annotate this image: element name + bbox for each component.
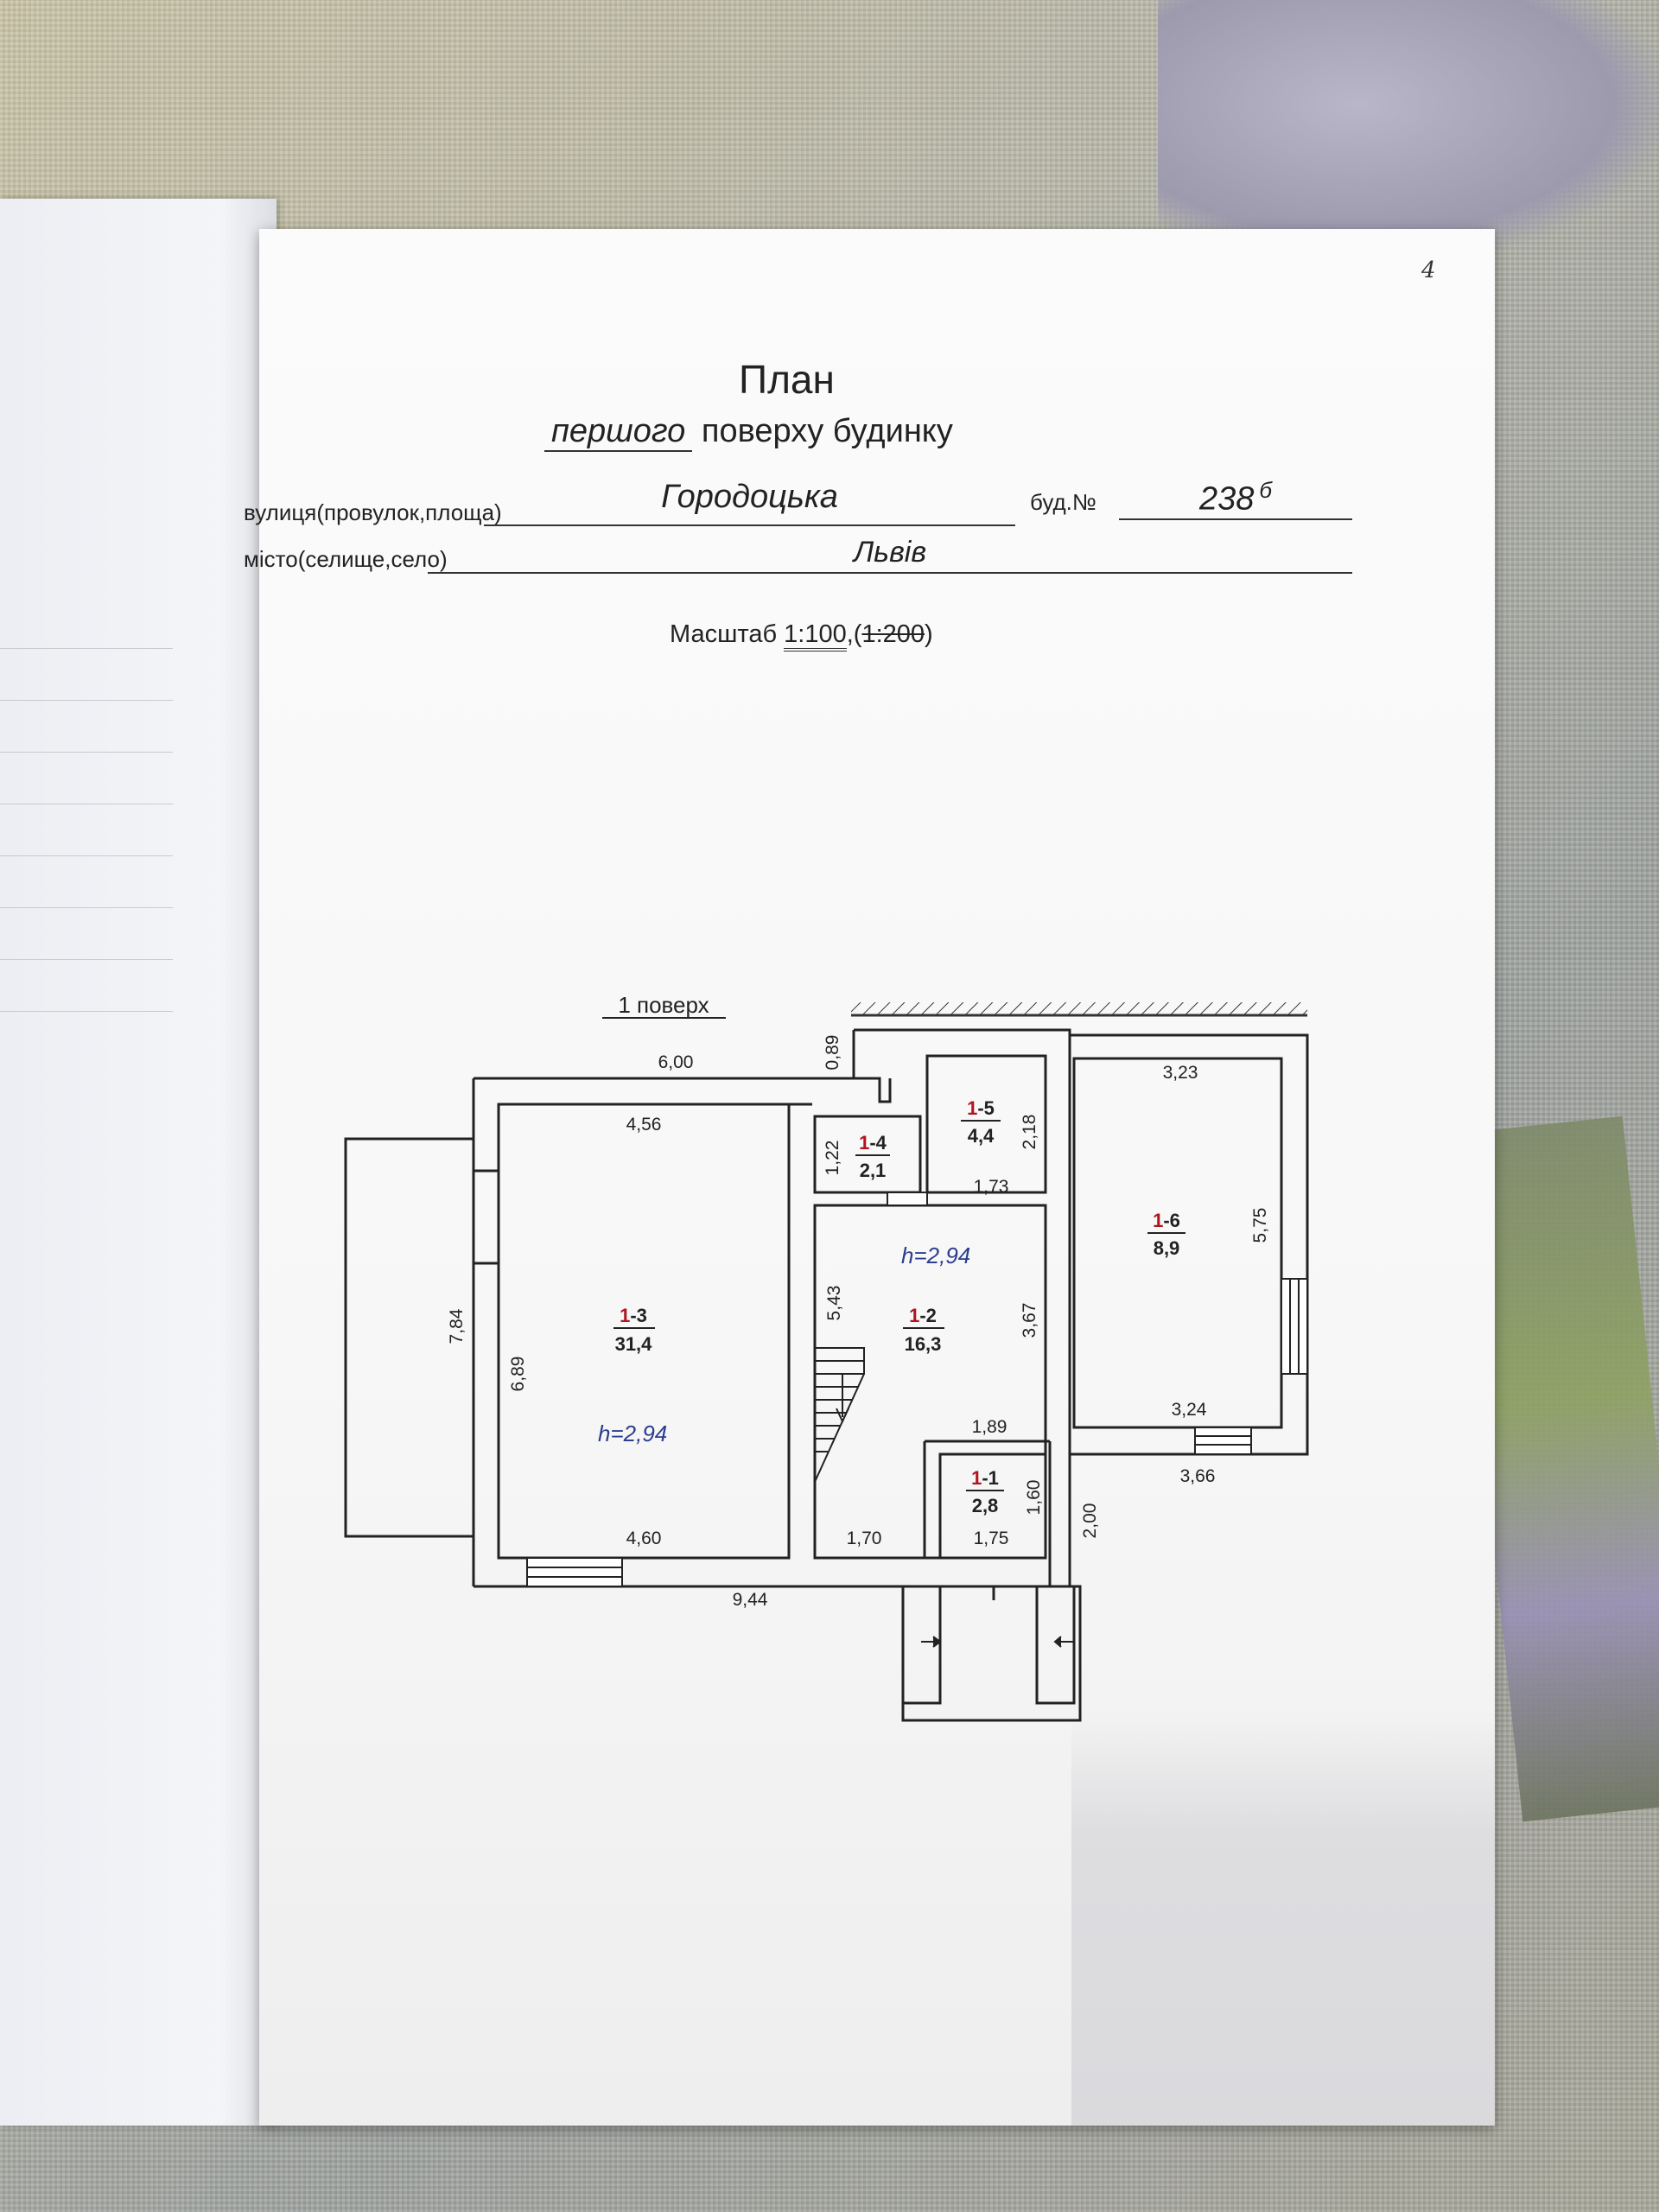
lavender-cushion bbox=[1158, 0, 1659, 259]
dim-r4-side: 1,22 bbox=[823, 1141, 842, 1176]
dim-r6-bottom: 3,24 bbox=[1172, 1400, 1207, 1420]
floor-label: 1 поверх bbox=[618, 992, 709, 1018]
room-1-6-outline bbox=[1072, 1057, 1283, 1429]
room-labels: 1-3 31,4 1-2 16,3 1-4 2,1 1-5 4,4 1-6 8,… bbox=[613, 1097, 1185, 1516]
dim-bottom-total: 9,44 bbox=[733, 1590, 768, 1610]
room-id-1-2: 1-2 bbox=[909, 1305, 937, 1326]
room-1-5-outline bbox=[925, 1054, 1047, 1194]
shadow-overlay bbox=[1071, 1711, 1495, 2126]
page-subtitle: першого поверху будинку bbox=[544, 413, 953, 452]
scale-label: Масштаб bbox=[670, 620, 778, 648]
dim-r6-top: 3,23 bbox=[1163, 1063, 1198, 1083]
height-room-1-2: h=2,94 bbox=[901, 1243, 970, 1268]
porch-step-left bbox=[901, 1585, 942, 1705]
room-id-1-6: 1-6 bbox=[1153, 1210, 1180, 1231]
dim-r3-top: 4,56 bbox=[626, 1115, 662, 1135]
room-id-1-3: 1-3 bbox=[620, 1305, 647, 1326]
porch-step-right bbox=[1035, 1585, 1076, 1705]
city-label: місто(селище,село) bbox=[244, 546, 448, 572]
underlying-page bbox=[0, 199, 276, 2126]
scale-struck: 1:200 bbox=[861, 620, 925, 648]
dim-r2-left: 5,43 bbox=[824, 1286, 844, 1321]
dim-r1-bottom: 1,75 bbox=[974, 1529, 1009, 1548]
dim-r5-bottom: 1,73 bbox=[974, 1177, 1009, 1197]
room-area-1-5: 4,4 bbox=[968, 1125, 995, 1147]
outer-top-wall bbox=[474, 1077, 892, 1103]
dim-r3-bottom: 4,60 bbox=[626, 1529, 662, 1548]
ground-hatch bbox=[851, 1002, 1307, 1014]
dim-outer-top: 6,00 bbox=[658, 1052, 694, 1072]
street-value: Городоцька bbox=[661, 479, 838, 515]
room-1-3-outline bbox=[497, 1103, 791, 1560]
faded-table-row bbox=[0, 700, 173, 753]
room-area-1-6: 8,9 bbox=[1154, 1237, 1180, 1259]
building-label: буд.№ bbox=[1030, 489, 1096, 515]
scale-value: 1:100 bbox=[784, 620, 847, 652]
dim-step: 0,89 bbox=[823, 1035, 842, 1071]
door-1-4 bbox=[887, 1192, 928, 1206]
dim-r6-side: 5,75 bbox=[1250, 1208, 1270, 1243]
faded-table-row bbox=[0, 804, 173, 856]
subtitle-rest: поверху будинку bbox=[701, 413, 953, 449]
dim-r1-side: 1,60 bbox=[1024, 1480, 1044, 1516]
city-underline bbox=[428, 572, 1352, 574]
dim-r2-mid: 1,89 bbox=[972, 1417, 1007, 1437]
room-id-1-1: 1-1 bbox=[971, 1467, 999, 1489]
dim-r3-side: 6,89 bbox=[508, 1357, 528, 1392]
street-underline bbox=[484, 524, 1015, 526]
porch-arrows bbox=[921, 1636, 1074, 1648]
porch-outline bbox=[901, 1585, 1082, 1722]
dim-r5-side: 2,18 bbox=[1020, 1115, 1039, 1150]
room-id-1-4: 1-4 bbox=[859, 1132, 887, 1154]
room-1-1-outline bbox=[938, 1452, 1047, 1560]
room-area-1-1: 2,8 bbox=[972, 1495, 999, 1516]
room-area-1-2: 16,3 bbox=[905, 1333, 942, 1355]
dimensions: 6,00 0,89 4,56 4,60 6,89 7,84 9,44 1,22 … bbox=[447, 1035, 1270, 1610]
faded-table-row bbox=[0, 907, 173, 960]
street-label: вулиця(провулок,площа) bbox=[244, 499, 502, 525]
window-bottom-1-6 bbox=[1194, 1427, 1252, 1455]
faded-table-row bbox=[0, 1011, 173, 1064]
staircase bbox=[814, 1347, 865, 1483]
faded-table-row bbox=[0, 855, 173, 908]
room-id-1-5: 1-5 bbox=[967, 1097, 995, 1119]
floor-word: першого bbox=[544, 413, 693, 452]
page-title: План bbox=[739, 357, 835, 402]
height-room-1-3: h=2,94 bbox=[598, 1421, 667, 1446]
window-bottom-1-3 bbox=[526, 1557, 623, 1587]
scale-line: Масштаб 1:100,(1:200) bbox=[670, 620, 933, 652]
dim-r6-outer-bottom: 3,66 bbox=[1180, 1466, 1216, 1486]
page-number: 4 bbox=[1421, 257, 1436, 283]
window-right-1-6 bbox=[1281, 1278, 1308, 1375]
dim-porch: 2,00 bbox=[1080, 1503, 1100, 1539]
dim-left-outer: 7,84 bbox=[447, 1308, 467, 1344]
faded-table-row bbox=[0, 648, 173, 701]
city-value: Львів bbox=[853, 536, 927, 569]
room-1-6-outer-wall bbox=[1070, 1033, 1309, 1456]
room-1-4-outline bbox=[813, 1115, 922, 1194]
verandah-outline bbox=[344, 1137, 475, 1538]
faded-table-row bbox=[0, 752, 173, 804]
walls bbox=[344, 1028, 1309, 1722]
windows bbox=[526, 1192, 1308, 1587]
room-area-1-4: 2,1 bbox=[860, 1160, 887, 1181]
building-underline bbox=[1119, 518, 1352, 520]
room-heights: h=2,94 h=2,94 bbox=[598, 1243, 970, 1446]
dim-r2-bottom: 1,70 bbox=[847, 1529, 882, 1548]
faded-table-row bbox=[0, 959, 173, 1012]
building-suffix: б bbox=[1259, 477, 1273, 503]
room-area-1-3: 31,4 bbox=[615, 1333, 653, 1355]
dim-r2-right: 3,67 bbox=[1020, 1303, 1039, 1338]
